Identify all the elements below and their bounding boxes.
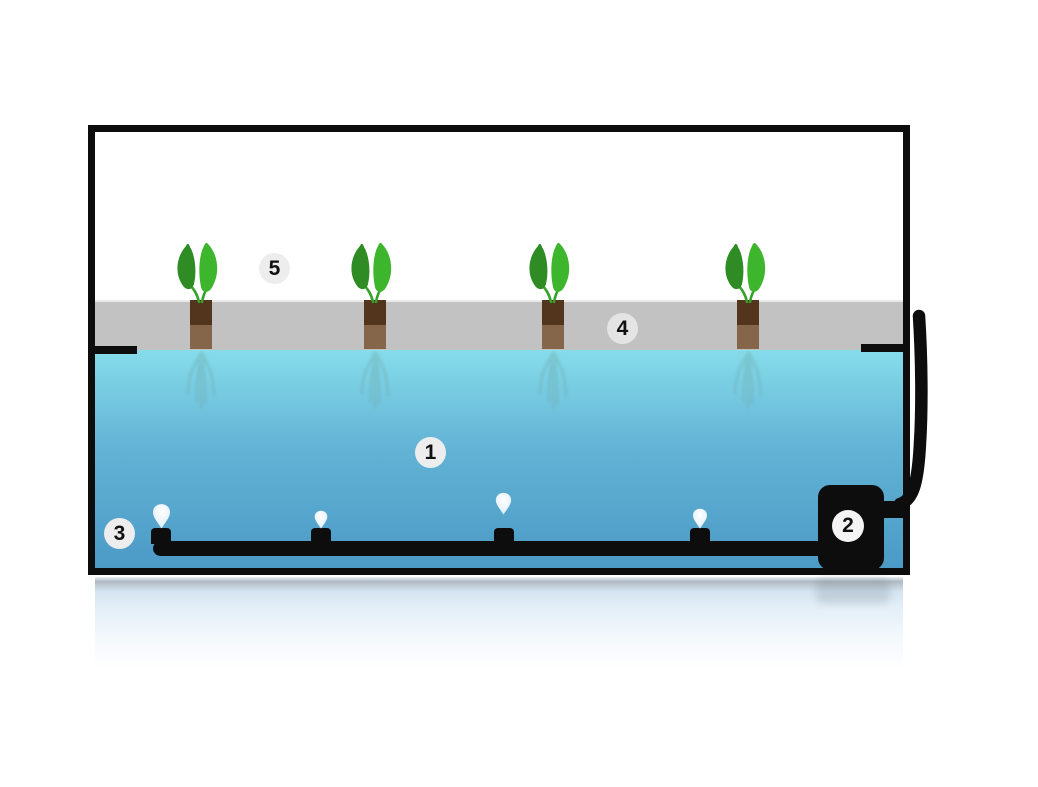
net-pot-bottom	[542, 325, 564, 349]
callout-air-line: 3	[104, 518, 135, 549]
callout-water-number: 1	[424, 440, 437, 464]
net-pot-top	[190, 300, 212, 325]
air-line-pipe	[153, 541, 833, 556]
net-pot-top	[737, 300, 759, 325]
floating-raft	[95, 300, 903, 350]
callout-raft: 4	[607, 313, 638, 344]
callout-pump-number: 2	[842, 514, 854, 537]
air-stone	[690, 528, 710, 544]
tank-frame	[88, 125, 910, 575]
raft-support-right	[861, 344, 903, 352]
callout-plant: 5	[259, 253, 290, 284]
net-pot-top	[364, 300, 386, 325]
air-stone	[151, 528, 171, 544]
callout-water: 1	[415, 437, 446, 468]
net-pot-bottom	[737, 325, 759, 349]
pump-reflection	[816, 578, 890, 604]
tank-reflection	[95, 577, 903, 689]
net-pot-top	[542, 300, 564, 325]
raft-support-left	[95, 346, 137, 354]
callout-raft-number: 4	[616, 316, 629, 340]
net-pot-bottom	[190, 325, 212, 349]
outlet-tube-icon	[893, 309, 928, 511]
callout-pump: 2	[832, 510, 864, 542]
air-stone	[311, 528, 331, 544]
air-stone	[494, 528, 514, 544]
callout-plant-number: 5	[268, 256, 281, 280]
callout-air-line-number: 3	[113, 521, 126, 545]
net-pot-bottom	[364, 325, 386, 349]
